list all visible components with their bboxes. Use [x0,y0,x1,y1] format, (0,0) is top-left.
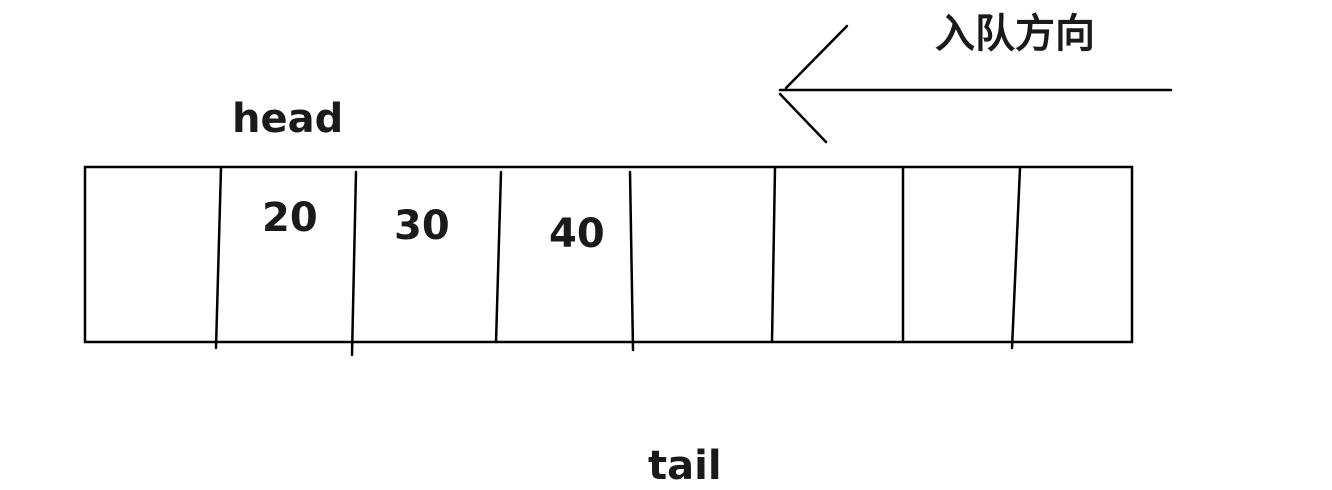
tail-label: tail [648,443,722,489]
cell-divider-4 [628,170,635,352]
cell-divider-1 [214,166,223,350]
cell-divider-7 [1010,166,1022,350]
cell-dividers [214,166,1022,357]
arrowhead-upper-stroke [784,24,849,90]
cell-divider-3 [494,170,503,344]
queue-cell-value: 20 [262,195,318,241]
arrowhead-lower-stroke [778,92,828,144]
cell-divider-5 [770,166,777,344]
cell-divider-2 [350,170,358,357]
queue-cell-value: 30 [394,203,450,249]
enqueue-direction-arrow [778,24,1173,144]
queue-cell-value: 40 [549,211,605,257]
head-label: head [232,96,344,142]
queue-array-box [83,165,1134,344]
enqueue-direction-label: 入队方向 [935,11,1095,57]
